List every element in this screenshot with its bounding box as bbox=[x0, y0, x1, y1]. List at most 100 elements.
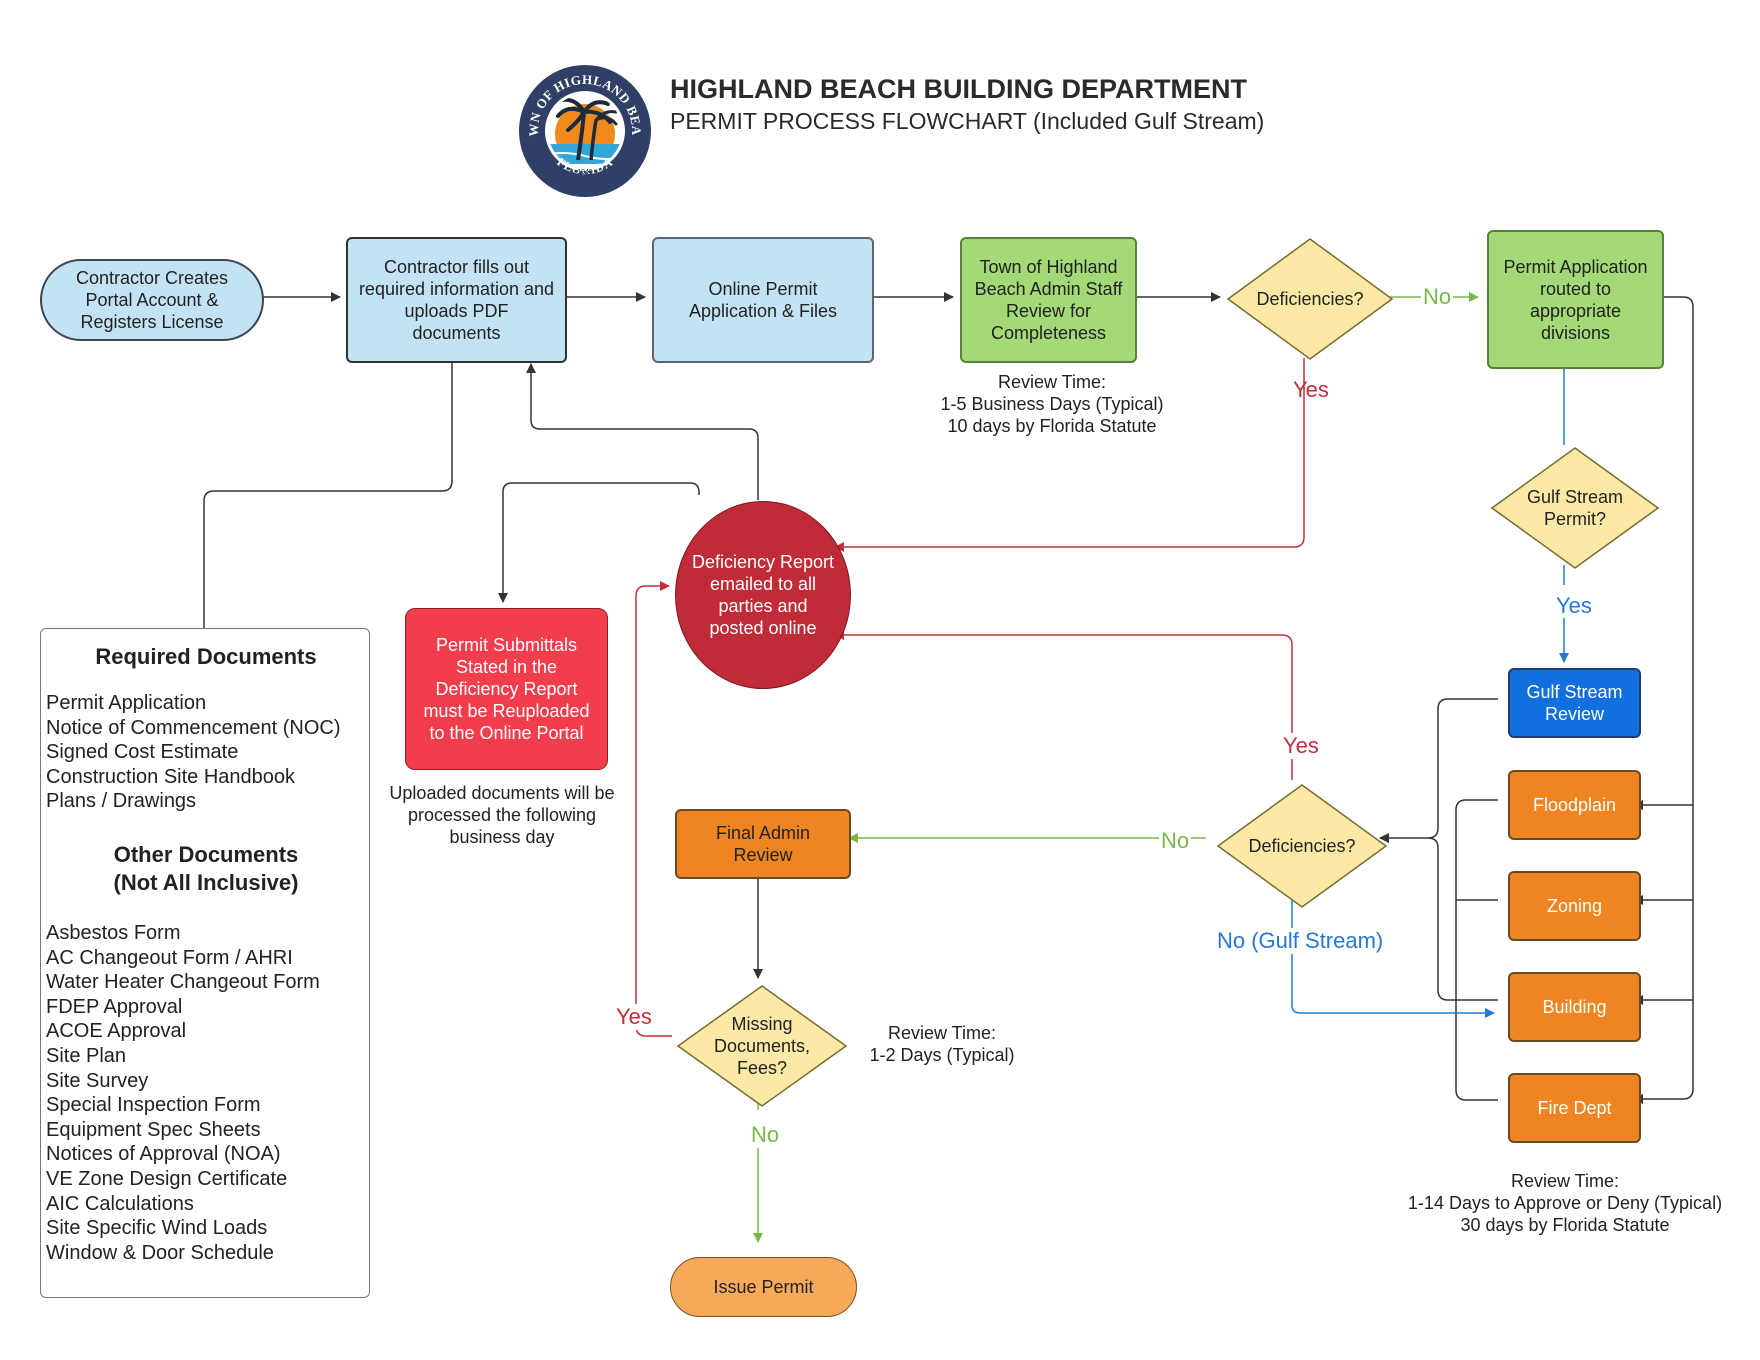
node-building-label: Building bbox=[1542, 997, 1607, 1017]
node-building: Building bbox=[1508, 972, 1641, 1042]
other-documents-heading: Other Documents bbox=[113, 842, 299, 867]
seal-year: 1949 bbox=[577, 169, 593, 176]
document-item: FDEP Approval bbox=[46, 995, 183, 1018]
node-final-admin-label: Final Admin Review bbox=[715, 823, 811, 865]
document-item: Site Plan bbox=[46, 1044, 127, 1067]
node-routed: Permit Application routed to appropriate… bbox=[1487, 230, 1664, 369]
document-item: ACOE Approval bbox=[46, 1020, 187, 1043]
note-line: 1-14 Days to Approve or Deny (Typical) bbox=[1407, 1193, 1723, 1213]
edge-divisions-rail bbox=[1427, 799, 1498, 1101]
node-deficiencies-1: Deficiencies? bbox=[1226, 237, 1394, 361]
node-gulf-stream-review-label: Gulf Stream Review bbox=[1526, 682, 1623, 724]
required-documents-heading: Required Documents bbox=[95, 644, 317, 669]
node-contractor-creates-label: Contractor Creates Portal Account & Regi… bbox=[75, 268, 229, 332]
node-deficiencies-2: Deficiencies? bbox=[1216, 783, 1388, 909]
edge-label-no-1: No bbox=[1421, 284, 1454, 310]
document-item: AC Changeout Form / AHRI bbox=[46, 946, 293, 969]
node-deficiencies-2-label: Deficiencies? bbox=[1248, 836, 1356, 856]
node-final-admin: Final Admin Review bbox=[675, 809, 851, 879]
note-review-time-2: Review Time: 1-2 Days (Typical) bbox=[857, 1022, 1027, 1066]
node-gulf-stream-question: Gulf Stream Permit? bbox=[1490, 446, 1660, 570]
node-floodplain: Floodplain bbox=[1508, 770, 1641, 840]
note-line: Review Time: bbox=[1510, 1171, 1620, 1191]
edge-label-yes-gulf: Yes bbox=[1556, 593, 1592, 618]
node-floodplain-label: Floodplain bbox=[1532, 795, 1617, 815]
node-town-review-label: Town of Highland Beach Admin Staff Revie… bbox=[974, 257, 1123, 343]
note-line: processed the following bbox=[407, 805, 597, 825]
node-deficiencies-1-label: Deficiencies? bbox=[1256, 289, 1364, 309]
edge-label-no-missing: No bbox=[749, 1122, 782, 1148]
document-item: Water Heater Changeout Form bbox=[46, 971, 320, 994]
node-fill-out: Contractor fills out required informatio… bbox=[346, 237, 567, 363]
document-item: Window & Door Schedule bbox=[46, 1241, 274, 1264]
document-item: Equipment Spec Sheets bbox=[46, 1118, 261, 1141]
edge-routed-rail bbox=[1633, 296, 1694, 1104]
document-item: Site Survey bbox=[46, 1069, 149, 1092]
node-deficiency-report-label: Deficiency Report emailed to all parties… bbox=[691, 552, 835, 638]
edge-label-no-2: No bbox=[1159, 828, 1192, 854]
node-town-review: Town of Highland Beach Admin Staff Revie… bbox=[960, 237, 1137, 363]
page-subtitle: PERMIT PROCESS FLOWCHART (Included Gulf … bbox=[670, 108, 1265, 134]
note-line: 10 days by Florida Statute bbox=[947, 416, 1157, 436]
edge-def2-yes-to-report bbox=[834, 630, 1293, 780]
document-item: AIC Calculations bbox=[46, 1192, 194, 1215]
document-item: Permit Application bbox=[46, 692, 207, 714]
edge-label-no-gulf-stream: No (Gulf Stream) bbox=[1217, 928, 1384, 954]
edge-def1-yes-to-report bbox=[834, 358, 1305, 552]
town-seal-logo: TOWN OF HIGHLAND BEACH FLORIDA 1949 bbox=[518, 64, 651, 197]
note-line: Review Time: bbox=[997, 372, 1107, 392]
note-line: business day bbox=[449, 827, 555, 847]
edge-gsreview-to-def2 bbox=[1379, 698, 1498, 843]
node-missing-docs-label: Missing Documents, Fees? bbox=[713, 1014, 811, 1078]
node-zoning-label: Zoning bbox=[1546, 896, 1603, 916]
seal-bottom-text: FLORIDA bbox=[554, 155, 614, 178]
document-item: VE Zone Design Certificate bbox=[46, 1167, 288, 1190]
node-permit-submittals-label: Permit Submittals Stated in the Deficien… bbox=[423, 635, 590, 743]
edge-missing-yes-to-report bbox=[635, 581, 672, 1037]
svg-text:FLORIDA: FLORIDA bbox=[554, 155, 615, 178]
note-review-time-1: Review Time: 1-5 Business Days (Typical)… bbox=[922, 371, 1182, 437]
note-line: 30 days by Florida Statute bbox=[1460, 1215, 1670, 1235]
node-gulf-stream-review: Gulf Stream Review bbox=[1508, 668, 1641, 738]
other-documents-subheading: (Not All Inclusive) bbox=[113, 870, 299, 895]
edge-label-yes-2: Yes bbox=[1283, 733, 1319, 759]
document-item: Signed Cost Estimate bbox=[46, 741, 239, 764]
node-deficiency-report: Deficiency Report emailed to all parties… bbox=[675, 501, 851, 689]
node-issue-permit: Issue Permit bbox=[670, 1257, 857, 1317]
node-online-permit: Online Permit Application & Files bbox=[652, 237, 874, 363]
note-line: 1-5 Business Days (Typical) bbox=[940, 394, 1164, 414]
edge-report-to-submittals bbox=[498, 482, 700, 603]
document-item: Asbestos Form bbox=[46, 922, 181, 944]
page-title: HIGHLAND BEACH BUILDING DEPARTMENT bbox=[670, 74, 1247, 104]
document-item: Construction Site Handbook bbox=[46, 765, 296, 788]
node-zoning: Zoning bbox=[1508, 871, 1641, 941]
edge-fill-to-docs bbox=[203, 360, 453, 628]
node-missing-docs: Missing Documents, Fees? bbox=[676, 984, 848, 1108]
node-permit-submittals: Permit Submittals Stated in the Deficien… bbox=[405, 608, 608, 770]
node-routed-label: Permit Application routed to appropriate… bbox=[1503, 256, 1648, 343]
note-line: Review Time: bbox=[887, 1023, 997, 1043]
document-item: Special Inspection Form bbox=[46, 1094, 261, 1117]
node-gulf-stream-question-label: Gulf Stream Permit? bbox=[1526, 487, 1624, 529]
document-item: Site Specific Wind Loads bbox=[46, 1217, 268, 1240]
document-item: Notice of Commencement (NOC) bbox=[46, 716, 341, 739]
node-fire-dept: Fire Dept bbox=[1508, 1073, 1641, 1143]
edge-report-to-fill bbox=[526, 363, 759, 500]
note-uploaded: Uploaded documents will be processed the… bbox=[372, 782, 632, 848]
node-fill-out-label: Contractor fills out required informatio… bbox=[358, 257, 555, 343]
edge-label-yes-missing: Yes bbox=[616, 1004, 652, 1030]
note-line: Uploaded documents will be bbox=[389, 783, 615, 803]
edge-label-yes-1: Yes bbox=[1293, 377, 1329, 402]
node-fire-dept-label: Fire Dept bbox=[1537, 1098, 1612, 1118]
edge-def2-nogulf-to-building bbox=[1291, 898, 1495, 1018]
document-item: Plans / Drawings bbox=[46, 790, 197, 813]
node-contractor-creates: Contractor Creates Portal Account & Regi… bbox=[40, 259, 264, 341]
node-online-permit-label: Online Permit Application & Files bbox=[688, 279, 838, 321]
note-line: 1-2 Days (Typical) bbox=[869, 1045, 1015, 1065]
node-issue-permit-label: Issue Permit bbox=[713, 1277, 814, 1297]
